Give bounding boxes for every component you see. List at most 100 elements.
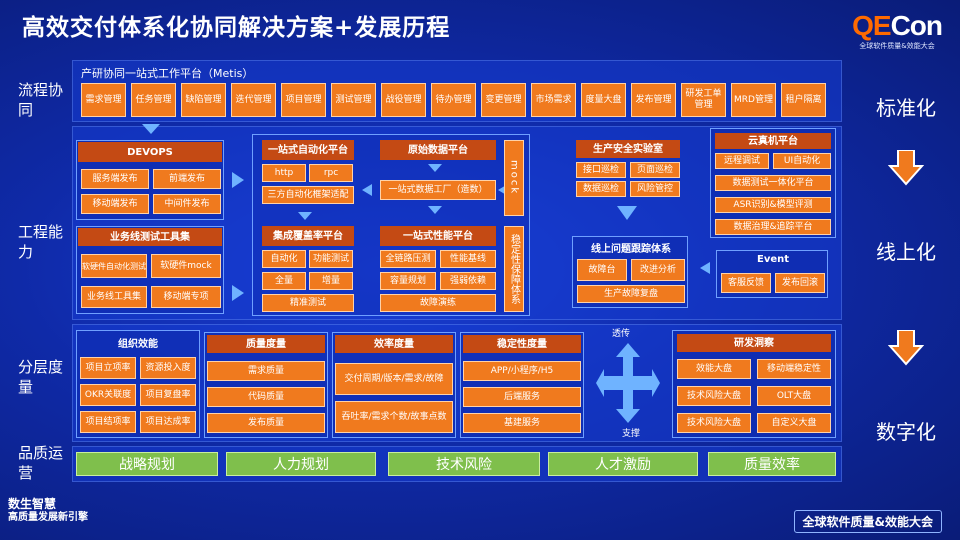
org-item[interactable]: 项目立项率 — [80, 357, 136, 379]
metis-item[interactable]: 研发工单管理 — [681, 83, 726, 117]
quality-box: 质量度量 需求质量 代码质量 发布质量 — [204, 332, 328, 438]
event-box: Event 客服反馈 发布回滚 — [716, 250, 828, 298]
org-item[interactable]: OKR关联度 — [80, 384, 136, 406]
stable-item[interactable]: 后端服务 — [463, 387, 581, 407]
auto-item[interactable]: http — [262, 164, 306, 182]
coverage-item[interactable]: 功能测试 — [309, 250, 353, 268]
quality-header: 质量度量 — [207, 335, 325, 353]
perf-item[interactable]: 容量规划 — [380, 272, 436, 290]
cloud-item[interactable]: 数据测试一体化平台 — [715, 175, 831, 191]
org-item[interactable]: 项目达成率 — [140, 411, 196, 433]
metis-item[interactable]: 战役管理 — [381, 83, 426, 117]
coverage-item[interactable]: 自动化 — [262, 250, 306, 268]
auto-item[interactable]: rpc — [309, 164, 353, 182]
metis-item[interactable]: 缺陷管理 — [181, 83, 226, 117]
tools-item[interactable]: 软硬件自动化测试 — [81, 254, 147, 278]
tools-item[interactable]: 移动端专项 — [151, 286, 221, 308]
devops-item[interactable]: 前端发布 — [153, 169, 221, 189]
stable-item[interactable]: APP/小程序/H5 — [463, 361, 581, 381]
devops-item[interactable]: 移动端发布 — [81, 194, 149, 214]
cloud-item[interactable]: ASR识别&模型评测 — [715, 197, 831, 213]
org-header: 组织效能 — [118, 339, 158, 350]
online-item[interactable]: 改进分析 — [631, 259, 685, 281]
org-item[interactable]: 项目复盘率 — [140, 384, 196, 406]
insight-item[interactable]: 效能大盘 — [677, 359, 751, 379]
metis-item[interactable]: 需求管理 — [81, 83, 126, 117]
devops-item[interactable]: 服务端发布 — [81, 169, 149, 189]
arrow-right-icon — [232, 172, 244, 188]
devops-item[interactable]: 中间件发布 — [153, 194, 221, 214]
metis-item[interactable]: 市场需求 — [531, 83, 576, 117]
cloud-item[interactable]: 远程调试 — [715, 153, 769, 169]
ops-item[interactable]: 人才激励 — [548, 452, 698, 476]
row-label-metrics: 分层度量 — [18, 358, 64, 396]
efficiency-item[interactable]: 吞吐率/需求个数/故事点数 — [335, 401, 453, 433]
metis-item[interactable]: 度量大盘 — [581, 83, 626, 117]
ops-item[interactable]: 战略规划 — [76, 452, 218, 476]
cross-top-label: 透传 — [612, 329, 631, 339]
online-header: 线上问题跟踪体系 — [591, 244, 671, 255]
insight-box: 研发洞察 效能大盘 移动端稳定性 技术风险大盘 OLT大盘 技术风险大盘 自定义… — [672, 330, 836, 438]
perf-item[interactable]: 性能基线 — [440, 250, 496, 268]
metis-item[interactable]: 待办管理 — [431, 83, 476, 117]
safety-item[interactable]: 页面巡检 — [630, 162, 680, 178]
tools-item[interactable]: 业务线工具集 — [81, 286, 147, 308]
perf-item[interactable]: 强弱依赖 — [440, 272, 496, 290]
ops-item[interactable]: 人力规划 — [226, 452, 376, 476]
quality-item[interactable]: 需求质量 — [207, 361, 325, 381]
stage-digital: 数字化 — [876, 420, 936, 444]
org-item[interactable]: 资源投入度 — [140, 357, 196, 379]
footer-conference: 全球软件质量&效能大会 — [793, 510, 942, 533]
metis-item[interactable]: 任务管理 — [131, 83, 176, 117]
perf-item[interactable]: 故障演练 — [380, 294, 496, 312]
metis-item[interactable]: 项目管理 — [281, 83, 326, 117]
safety-item[interactable]: 数据巡检 — [576, 181, 626, 197]
arrow-right-icon — [232, 285, 244, 301]
mock-box[interactable]: mock — [504, 140, 524, 216]
insight-item[interactable]: 技术风险大盘 — [677, 386, 751, 406]
event-item[interactable]: 客服反馈 — [721, 273, 771, 293]
cloud-header: 云真机平台 — [715, 133, 831, 149]
ops-item[interactable]: 质量效率 — [708, 452, 836, 476]
perf-item[interactable]: 全链路压测 — [380, 250, 436, 268]
insight-item[interactable]: 技术风险大盘 — [677, 413, 751, 433]
stability-box[interactable]: 稳定性保障体系 — [504, 226, 524, 312]
insight-item[interactable]: 移动端稳定性 — [757, 359, 831, 379]
safety-header: 生产安全实验室 — [576, 140, 680, 158]
tools-item[interactable]: 软硬件mock — [151, 254, 221, 278]
coverage-item[interactable]: 全量 — [262, 272, 306, 290]
insight-item[interactable]: 自定义大盘 — [757, 413, 831, 433]
metis-item[interactable]: MRD管理 — [731, 83, 776, 117]
tools-header: 业务线测试工具集 — [78, 228, 222, 246]
ops-item[interactable]: 技术风险 — [388, 452, 540, 476]
coverage-item[interactable]: 精准测试 — [262, 294, 354, 312]
insight-item[interactable]: OLT大盘 — [757, 386, 831, 406]
auto-item[interactable]: 三方自动化框架适配 — [262, 186, 354, 204]
metis-item[interactable]: 变更管理 — [481, 83, 526, 117]
auto-header: 一站式自动化平台 — [262, 140, 354, 160]
footer-slogan-line1: 数生智慧 — [8, 497, 57, 511]
metis-item[interactable]: 租户隔离 — [781, 83, 826, 117]
safety-item[interactable]: 接口巡检 — [576, 162, 626, 178]
efficiency-item[interactable]: 交付周期/版本/需求/故障 — [335, 363, 453, 395]
quality-item[interactable]: 发布质量 — [207, 413, 325, 433]
metis-item[interactable]: 迭代管理 — [231, 83, 276, 117]
efficiency-header: 效率度量 — [335, 335, 453, 353]
event-item[interactable]: 发布回滚 — [775, 273, 825, 293]
metis-item[interactable]: 测试管理 — [331, 83, 376, 117]
cloud-item[interactable]: 数据治理&追踪平台 — [715, 219, 831, 235]
data-factory[interactable]: 一站式数据工厂（造数） — [380, 180, 496, 200]
devops-box: DEVOPS 服务端发布 前端发布 移动端发布 中间件发布 — [76, 140, 224, 220]
org-item[interactable]: 项目结项率 — [80, 411, 136, 433]
quality-item[interactable]: 代码质量 — [207, 387, 325, 407]
cloud-item[interactable]: UI自动化 — [773, 153, 831, 169]
online-item[interactable]: 故障台 — [577, 259, 627, 281]
logo-subtitle: 全球软件质量&效能大会 — [859, 42, 935, 50]
stable-item[interactable]: 基建服务 — [463, 413, 581, 433]
data-platform-header: 原始数据平台 — [380, 140, 496, 160]
online-item[interactable]: 生产故障复盘 — [577, 285, 685, 303]
metis-item[interactable]: 发布管理 — [631, 83, 676, 117]
cross-bottom-label: 支撑 — [622, 429, 641, 439]
safety-item[interactable]: 风险管控 — [630, 181, 680, 197]
coverage-item[interactable]: 增量 — [309, 272, 353, 290]
